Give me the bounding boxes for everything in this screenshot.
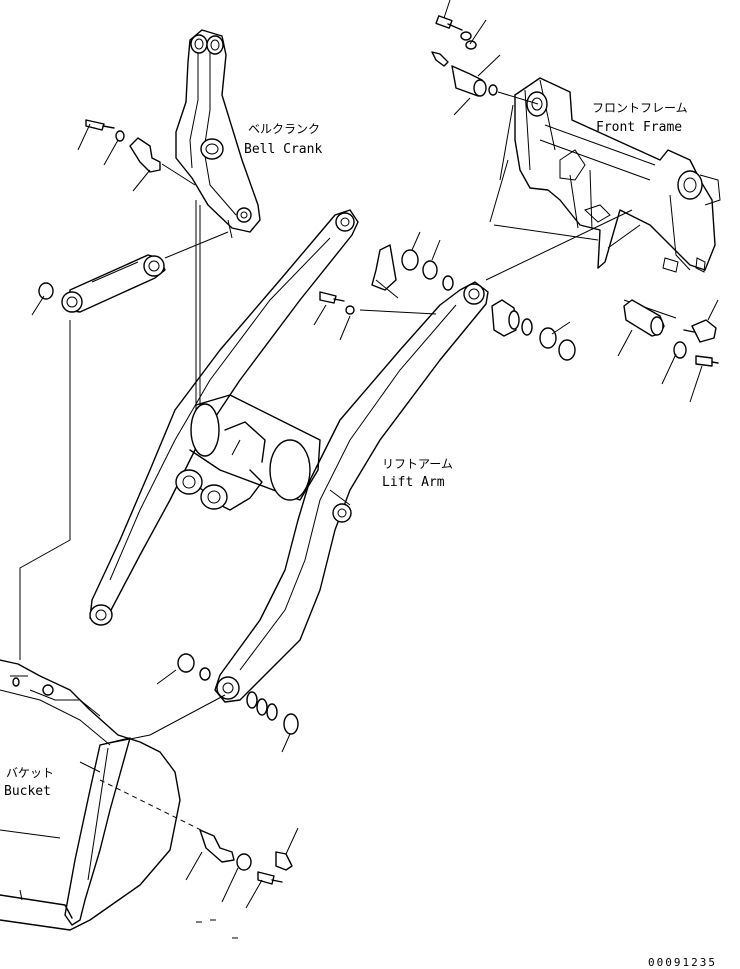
front-frame-label-jp: フロントフレーム (592, 101, 688, 115)
cross-tube (175, 394, 321, 511)
lift-arm-label-jp: リフトアーム (382, 457, 453, 471)
frame-pin-group (617, 299, 719, 403)
bell-crank-label-jp: ベルクランク (248, 122, 320, 136)
bucket-label-en: Bucket (4, 784, 51, 799)
bucket (0, 659, 226, 931)
bell-crank-pin-group (77, 119, 196, 192)
drawing-number: 00091235 (648, 956, 717, 969)
lift-arm-bottom-pin-parts (156, 653, 299, 753)
link-rod (19, 231, 229, 660)
front-frame-label-en: Front Frame (596, 120, 682, 135)
front-frame-fittings (431, 0, 539, 116)
bucket-pin-group (185, 827, 299, 939)
bucket-label-jp: バケット (6, 766, 54, 780)
bell-crank-label-en: Bell Crank (244, 142, 322, 157)
lift-arm-label-en: Lift Arm (382, 475, 445, 490)
lift-arm-pin-parts (313, 231, 677, 361)
lift-arm-right (214, 209, 633, 703)
lift-arm-left (89, 209, 359, 626)
bell-crank (175, 29, 261, 450)
